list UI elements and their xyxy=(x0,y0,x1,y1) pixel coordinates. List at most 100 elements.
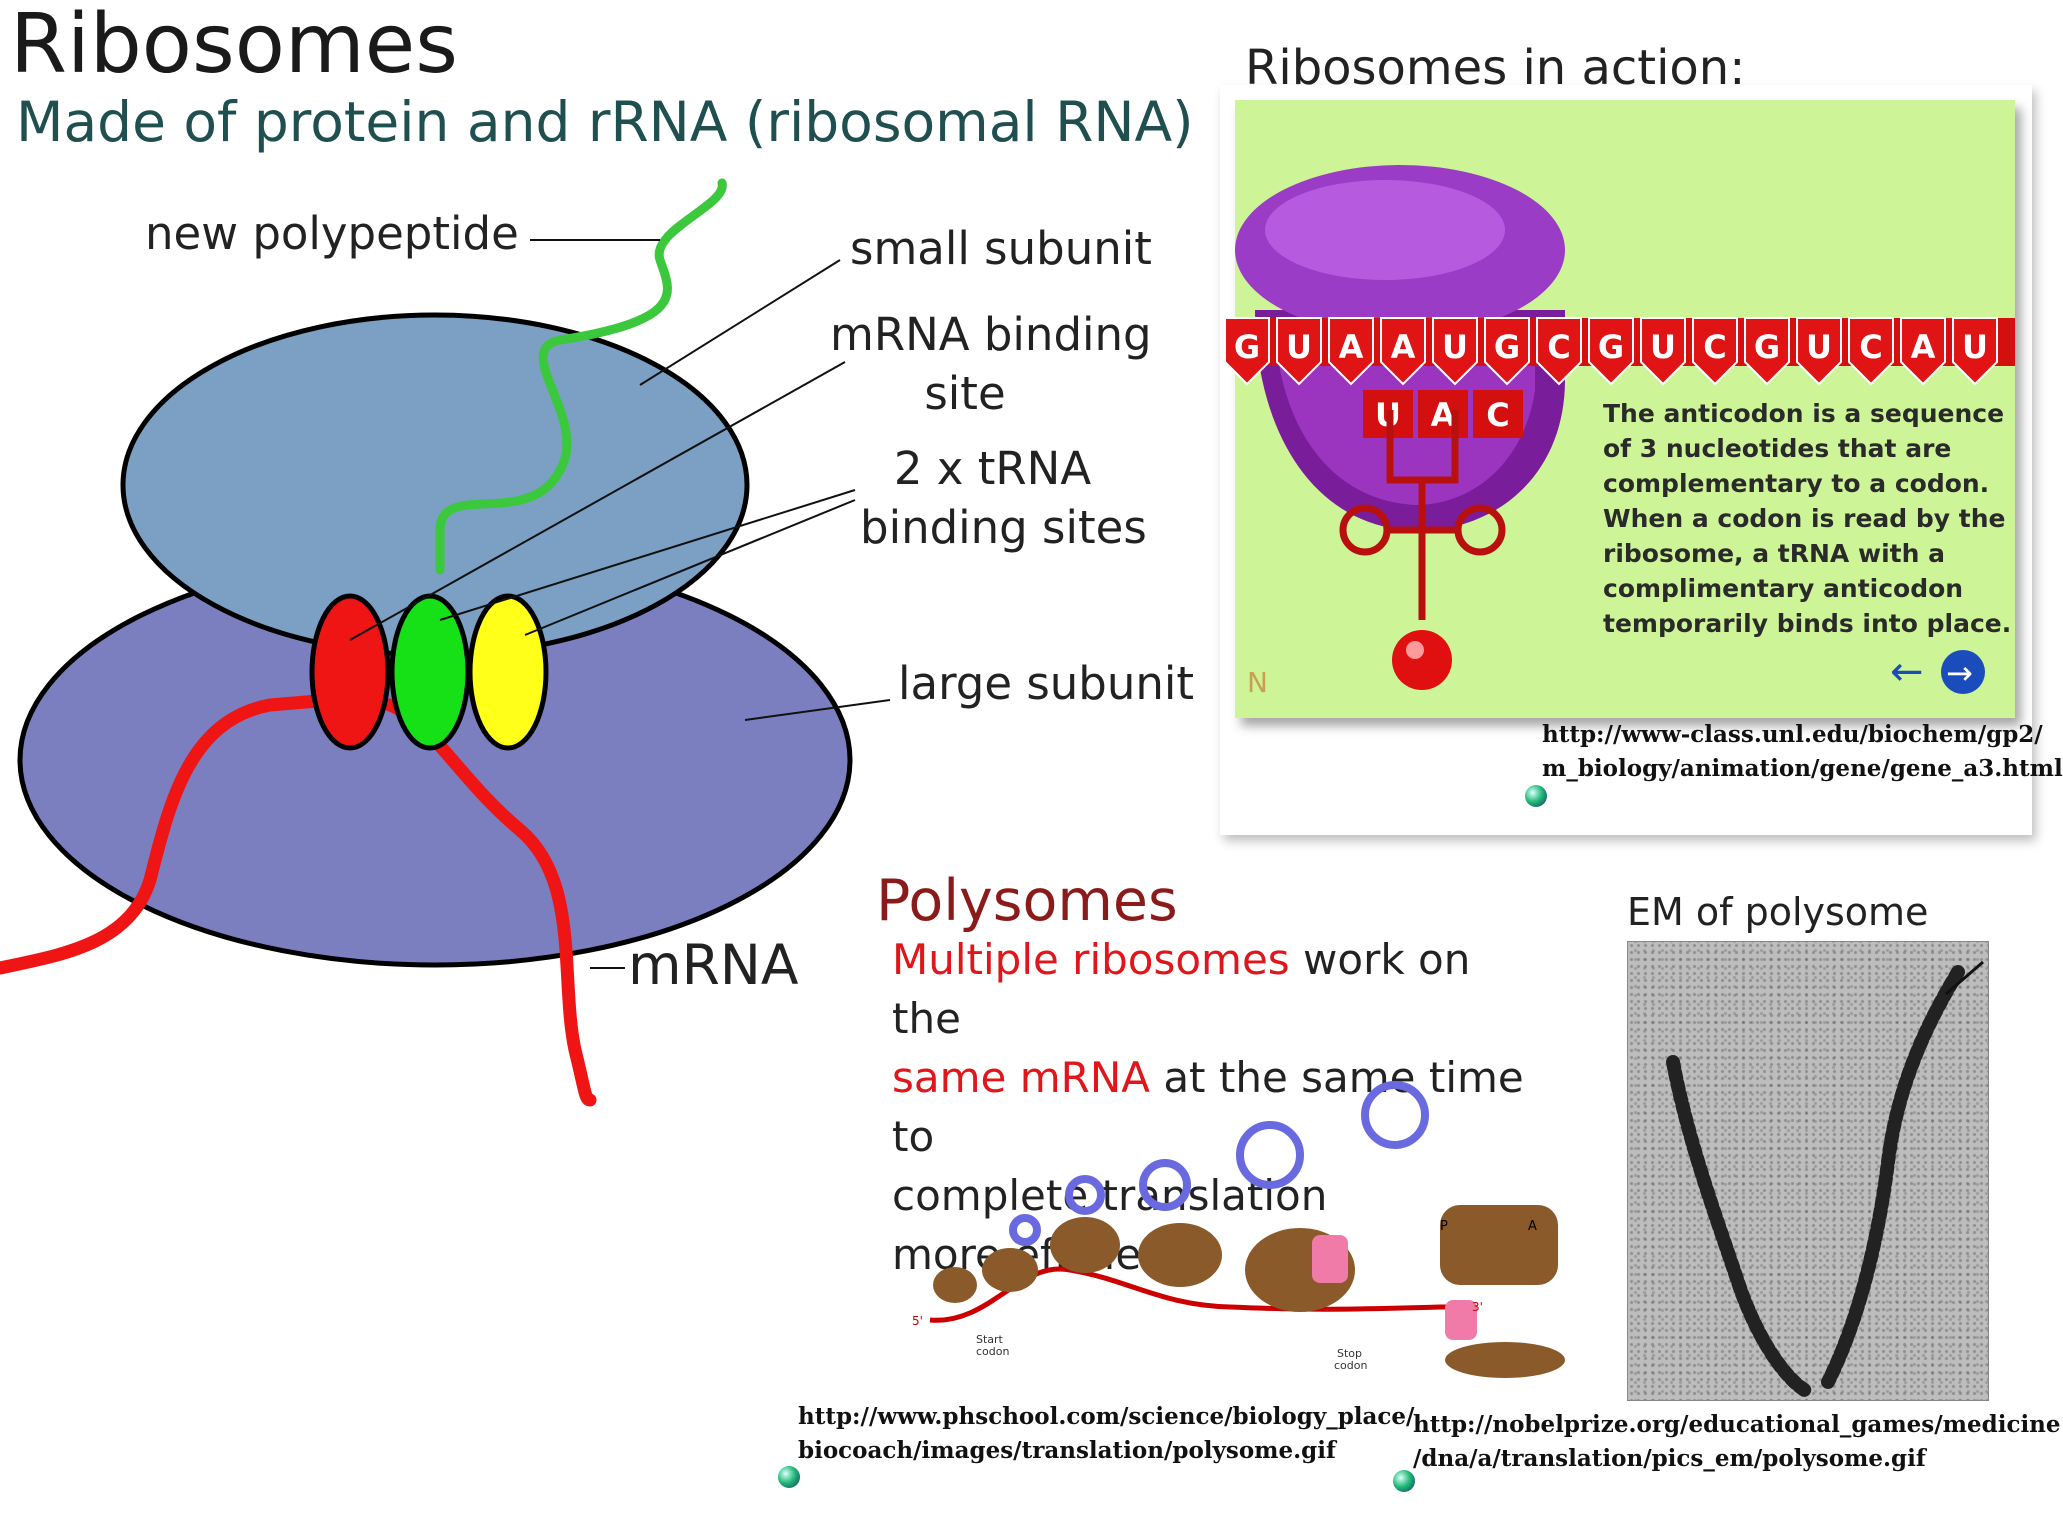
codon-tab xyxy=(1484,317,1530,386)
start-codon-label-1: Start xyxy=(976,1333,1004,1346)
page-subtitle: Made of protein and rRNA (ribosomal RNA) xyxy=(16,90,1194,154)
codon-letter: A xyxy=(1391,328,1416,366)
chain-2 xyxy=(1065,1175,1105,1215)
label-mrna: mRNA xyxy=(628,933,799,997)
label-small-subunit: small subunit xyxy=(850,222,1152,275)
codon-tab xyxy=(1328,317,1374,386)
codon-tab xyxy=(1692,317,1738,386)
codon-letter: G xyxy=(1754,328,1780,366)
codon-letter: U xyxy=(1806,328,1832,366)
polysomes-line2-rest: at the same time to xyxy=(892,1053,1524,1161)
codon-tab xyxy=(1640,317,1686,386)
em-url-line1: http://nobelprize.org/educational_games/… xyxy=(1413,1411,2061,1438)
anticodon-letter: A xyxy=(1431,396,1456,434)
codon-letter: U xyxy=(1650,328,1676,366)
back-arrow-icon: ← xyxy=(1890,649,1924,695)
polysome-url-line1: http://www.phschool.com/science/biology_… xyxy=(798,1403,1415,1430)
codon-tab xyxy=(1900,317,1946,386)
em-url[interactable]: http://nobelprize.org/educational_games/… xyxy=(1413,1408,2061,1476)
polysome-url-line2: biocoach/images/translation/polysome.gif xyxy=(798,1437,1336,1464)
codon-tab xyxy=(1952,317,1998,386)
codon-tab xyxy=(1276,317,1322,386)
codon-tab xyxy=(1536,317,1582,386)
chain-3 xyxy=(1139,1159,1191,1211)
ribosome-1 xyxy=(933,1267,977,1303)
leader-large-subunit xyxy=(744,699,891,721)
codon-letter: A xyxy=(1911,328,1936,366)
site-a-label: A xyxy=(1528,1219,1537,1234)
mrna-strand-right xyxy=(383,698,597,1107)
start-codon-label-2: codon xyxy=(976,1345,1009,1358)
stop-codon-label-2: codon xyxy=(1334,1359,1367,1372)
forward-arrow-icon: → xyxy=(1946,654,1973,692)
release-factor xyxy=(1312,1235,1348,1283)
codon-tab xyxy=(1848,317,1894,386)
anticodon-letter: C xyxy=(1486,396,1509,434)
polysome-url[interactable]: http://www.phschool.com/science/biology_… xyxy=(798,1400,1414,1468)
label-trna-sites: 2 x tRNA binding sites xyxy=(860,440,1147,557)
site-p-label: P xyxy=(1440,1219,1448,1234)
codon-tab xyxy=(1796,317,1842,386)
codon-letter: C xyxy=(1859,328,1882,366)
codon-letter: G xyxy=(1234,328,1260,366)
label-trna-line1: 2 x tRNA xyxy=(893,442,1092,495)
ribosome-free-large xyxy=(1440,1205,1558,1285)
codon-letter: U xyxy=(1286,328,1312,366)
leader-mrna-site xyxy=(349,361,846,641)
action-url[interactable]: http://www-class.unl.edu/biochem/gp2/ m_… xyxy=(1542,718,2063,786)
codon-letter: G xyxy=(1598,328,1624,366)
codon-tab xyxy=(1744,317,1790,386)
label-mrna-binding-line2: site xyxy=(924,366,1006,420)
ribosome-3 xyxy=(1050,1217,1120,1273)
action-url-line2: m_biology/animation/gene/gene_a3.html xyxy=(1542,755,2063,782)
label-large-subunit: large subunit xyxy=(898,657,1195,710)
chain-5 xyxy=(1361,1081,1429,1149)
page-title: Ribosomes xyxy=(10,0,458,92)
globe-icon xyxy=(1525,785,1547,807)
polysomes-line1: Multiple ribosomes work on the xyxy=(892,930,1532,1048)
release-factor-free xyxy=(1445,1300,1477,1340)
polysome-illustration: P A 5' 3' Start codon Stop codon xyxy=(912,1081,1565,1378)
trna-molecule xyxy=(1339,410,1506,620)
anticodon-tab xyxy=(1473,390,1523,438)
anticodon-tab xyxy=(1418,390,1468,438)
label-trna-line2: binding sites xyxy=(860,500,1147,554)
polysomes-line2: same mRNA at the same time to xyxy=(892,1048,1532,1166)
em-title: EM of polysome xyxy=(1627,890,1929,934)
label-mrna-binding: mRNA binding site xyxy=(830,306,1152,423)
codon-tab xyxy=(1224,317,1270,386)
amino-acid-ball xyxy=(1392,630,1452,690)
stop-codon-label-1: Stop xyxy=(1337,1347,1362,1360)
polysomes-highlight-2: same mRNA xyxy=(892,1053,1150,1102)
globe-icon-3 xyxy=(1393,1470,1415,1492)
chain-4 xyxy=(1236,1121,1304,1189)
ribosome-free-small xyxy=(1445,1342,1565,1378)
codon-letter: A xyxy=(1339,328,1364,366)
leader-small-subunit xyxy=(639,259,841,386)
logo-icon: N xyxy=(1247,666,1268,699)
trna-site-green xyxy=(389,593,471,751)
anticodon-caption: The anticodon is a sequence of 3 nucleot… xyxy=(1603,399,2012,638)
codon-tab xyxy=(1380,317,1426,386)
trna-site-yellow xyxy=(467,593,549,751)
action-url-line1: http://www-class.unl.edu/biochem/gp2/ xyxy=(1542,721,2043,748)
globe-icon-2 xyxy=(778,1466,800,1488)
leader-trna-2 xyxy=(524,499,856,636)
five-prime-label: 5' xyxy=(912,1314,923,1328)
polysomes-highlight-1: Multiple ribosomes xyxy=(892,935,1290,984)
em-polysome-chain xyxy=(1666,960,1984,1399)
three-prime-label: 3' xyxy=(1472,1300,1483,1314)
polysomes-line1-rest: work on the xyxy=(892,935,1471,1043)
codon-letter: G xyxy=(1494,328,1520,366)
codon-letter: U xyxy=(1442,328,1468,366)
ribosome-4 xyxy=(1138,1223,1222,1287)
codon-letter: C xyxy=(1547,328,1570,366)
em-image xyxy=(1627,941,1989,1401)
codon-letter: U xyxy=(1962,328,1988,366)
polypeptide-chain xyxy=(435,178,727,575)
codon-letter: C xyxy=(1703,328,1726,366)
